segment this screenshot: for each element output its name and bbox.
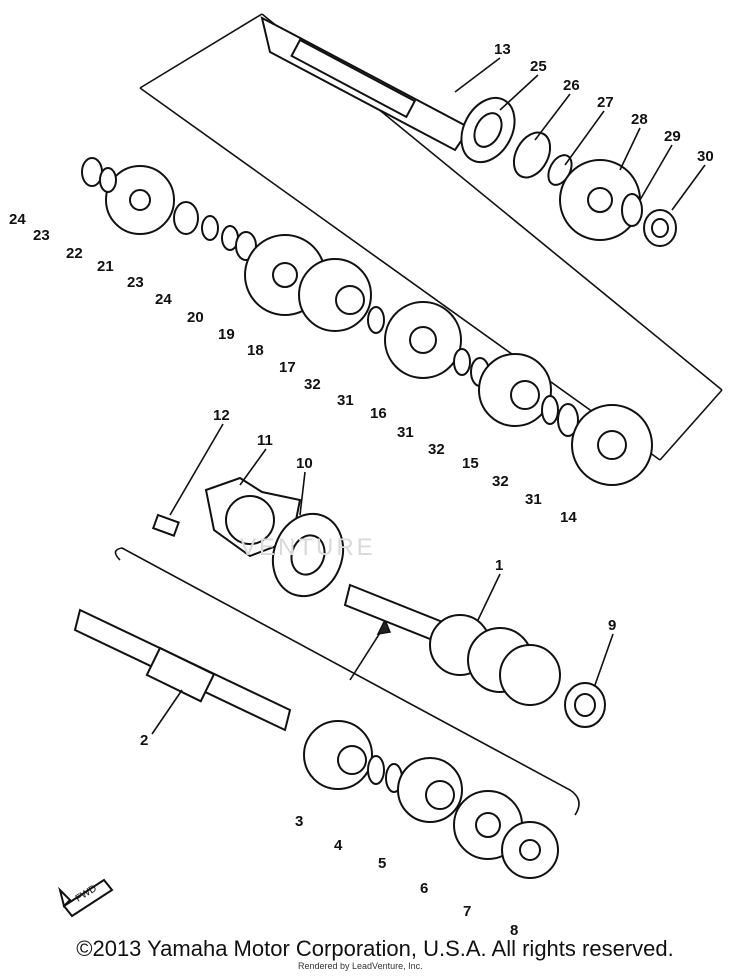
leader-lines (151, 57, 706, 735)
callout-7: 7 (463, 903, 471, 920)
callout-11: 11 (257, 432, 273, 449)
callout-15: 15 (462, 455, 479, 472)
copyright-notice: ©2013 Yamaha Motor Corporation, U.S.A. A… (76, 936, 674, 961)
counter-shaft-gears (81, 157, 653, 486)
callout-31-a: 31 (337, 392, 354, 409)
callout-32-c: 32 (492, 473, 509, 490)
main-axle-lower (73, 608, 559, 879)
callout-28: 28 (631, 111, 648, 128)
callout-20: 20 (187, 309, 204, 326)
callout-10: 10 (296, 455, 313, 472)
callout-4: 4 (334, 837, 343, 854)
callout-19: 19 (218, 326, 235, 343)
callout-9: 9 (608, 617, 616, 634)
drive-sprocket (559, 159, 677, 247)
callout-14: 14 (560, 509, 577, 526)
callout-31-c: 31 (525, 491, 542, 508)
callout-17: 17 (279, 359, 296, 376)
callout-23-b: 23 (127, 274, 144, 291)
callout-29: 29 (664, 128, 681, 145)
callout-24-a: 24 (9, 211, 26, 228)
main-axle-shaft (260, 16, 573, 186)
callout-24-b: 24 (155, 291, 172, 308)
forward-arrow-icon: FWD (58, 878, 114, 918)
callout-8: 8 (510, 922, 518, 939)
drive-axle-shaft (343, 583, 606, 728)
rendered-by-notice: Rendered by LeadVenture, Inc. (298, 961, 423, 971)
callout-31-b: 31 (397, 424, 414, 441)
callout-6: 6 (420, 880, 428, 897)
callout-5: 5 (378, 855, 386, 872)
callout-32-b: 32 (428, 441, 445, 458)
callout-32-a: 32 (304, 376, 321, 393)
callout-3: 3 (295, 813, 303, 830)
callout-18: 18 (247, 342, 264, 359)
callout-13: 13 (494, 41, 511, 58)
callout-23-a: 23 (33, 227, 50, 244)
callout-labels: 1 2 3 4 5 6 7 8 9 10 11 12 13 14 15 16 1… (9, 41, 714, 939)
callout-25: 25 (530, 58, 547, 75)
callout-26: 26 (563, 77, 580, 94)
callout-30: 30 (697, 148, 714, 165)
callout-27: 27 (597, 94, 614, 111)
callout-12: 12 (213, 407, 230, 424)
callout-16: 16 (370, 405, 387, 422)
bearing-assembly (151, 476, 345, 598)
watermark: VENTURE (240, 534, 376, 561)
callout-2: 2 (140, 732, 148, 749)
callout-21: 21 (97, 258, 114, 275)
callout-22: 22 (66, 245, 83, 262)
callout-1: 1 (495, 557, 503, 574)
